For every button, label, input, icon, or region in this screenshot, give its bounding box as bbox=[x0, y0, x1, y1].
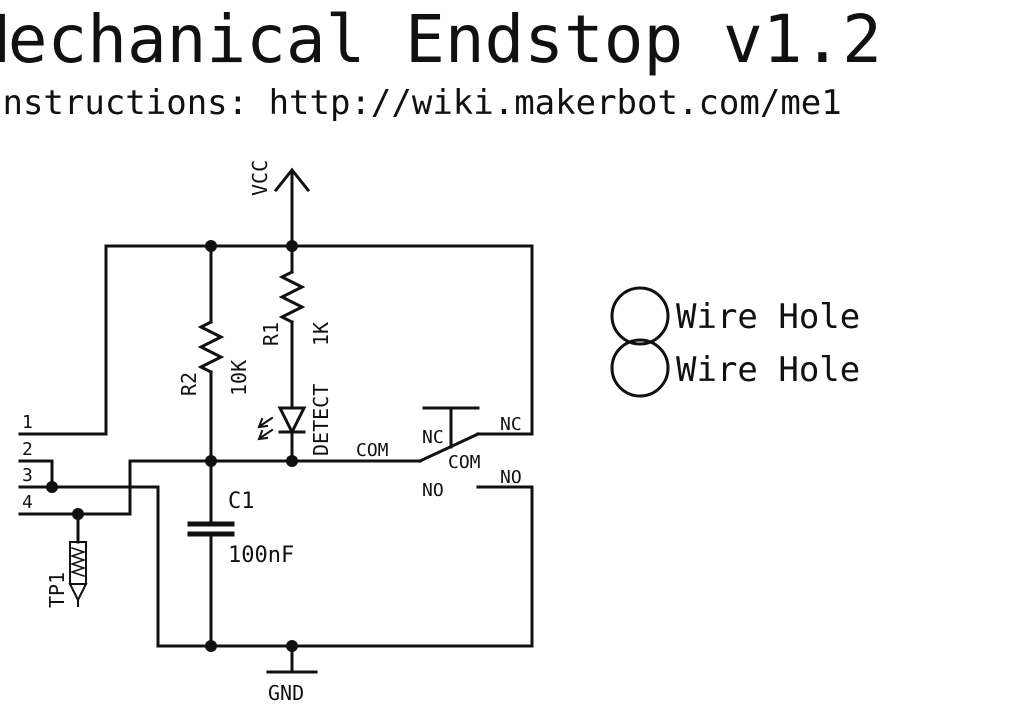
switch-nc-label: NC bbox=[422, 427, 444, 448]
junction-dot bbox=[286, 240, 298, 252]
switch-no-label: NO bbox=[422, 480, 444, 501]
c1-name: C1 bbox=[228, 489, 255, 514]
junction-dot bbox=[286, 640, 298, 652]
junction-dot bbox=[46, 481, 58, 493]
switch-com-label: COM bbox=[448, 452, 481, 473]
led-label: DETECT bbox=[309, 384, 333, 456]
c1-value: 100nF bbox=[228, 543, 294, 568]
led-diode-icon bbox=[277, 406, 307, 436]
wire-hole-circle-2 bbox=[610, 338, 670, 398]
connector-pin-2: 2 bbox=[22, 439, 33, 460]
r1-name: R1 bbox=[259, 322, 283, 346]
r1-resistor-icon bbox=[278, 269, 306, 325]
connector-pin-4: 4 bbox=[22, 492, 33, 513]
connector-pin-1: 1 bbox=[22, 412, 33, 433]
schematic-subtitle: Instructions: http://wiki.makerbot.com/m… bbox=[0, 83, 842, 123]
wire-hole-label-1: Wire Hole bbox=[676, 297, 860, 337]
switch-net-com: COM bbox=[356, 440, 389, 461]
tp1-name: TP1 bbox=[45, 572, 69, 608]
connector-pin-3: 3 bbox=[22, 465, 33, 486]
vcc-label: VCC bbox=[248, 160, 272, 196]
vcc-arrow-icon bbox=[273, 167, 311, 193]
junction-dot bbox=[205, 640, 217, 652]
led-emission-icon bbox=[257, 416, 274, 441]
tp1-probe-icon bbox=[68, 541, 88, 607]
r2-resistor-icon bbox=[197, 319, 225, 375]
gnd-label: GND bbox=[268, 681, 304, 705]
junction-dot bbox=[205, 240, 217, 252]
r2-name: R2 bbox=[177, 372, 201, 396]
r2-value: 10K bbox=[227, 360, 251, 396]
switch-lever bbox=[418, 432, 480, 463]
junction-dots bbox=[46, 240, 298, 652]
switch-net-nc: NC bbox=[500, 414, 522, 435]
junction-dot bbox=[205, 455, 217, 467]
junction-dot bbox=[72, 508, 84, 520]
wire-hole-label-2: Wire Hole bbox=[676, 350, 860, 390]
switch-net-no: NO bbox=[500, 467, 522, 488]
schematic-title: Mechanical Endstop v1.2 bbox=[0, 1, 882, 78]
wire-hole-circle-1 bbox=[610, 286, 670, 346]
junction-dot bbox=[286, 455, 298, 467]
r1-value: 1K bbox=[309, 322, 333, 346]
